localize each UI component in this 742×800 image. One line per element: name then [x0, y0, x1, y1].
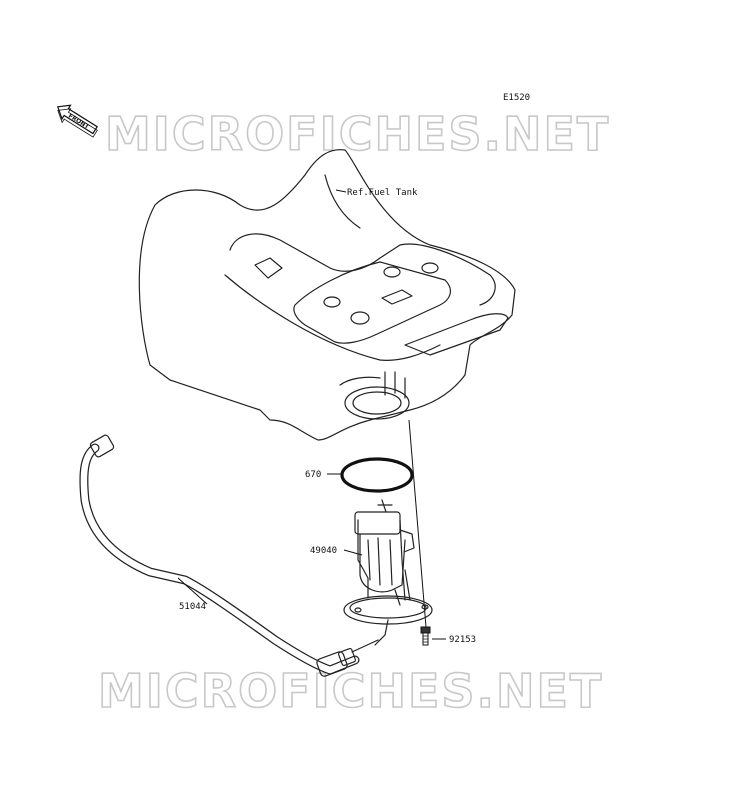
ref-leader-line	[335, 189, 347, 193]
part-number-49040: 49040	[310, 546, 337, 556]
guide-line	[408, 419, 427, 628]
fuel-hose-51044	[79, 434, 379, 677]
part-number-670: 670	[305, 470, 321, 480]
bolt-92153	[420, 626, 431, 646]
watermark-bottom: MICROFICHES.NET	[98, 664, 603, 718]
part-number-92153: 92153	[449, 635, 476, 645]
fuel-tank	[138, 149, 516, 441]
gasket-ring-670	[340, 457, 414, 493]
leader-49040	[343, 549, 363, 556]
watermark-top: MICROFICHES.NET	[105, 107, 610, 161]
part-number-51044: 51044	[179, 602, 206, 612]
front-arrow-icon: FRONT	[56, 104, 99, 138]
leader-51044	[177, 577, 208, 605]
ref-fuel-tank-label: Ref.Fuel Tank	[347, 188, 418, 198]
diagram-code: E1520	[503, 93, 530, 103]
fuel-pump-49040	[343, 499, 433, 646]
